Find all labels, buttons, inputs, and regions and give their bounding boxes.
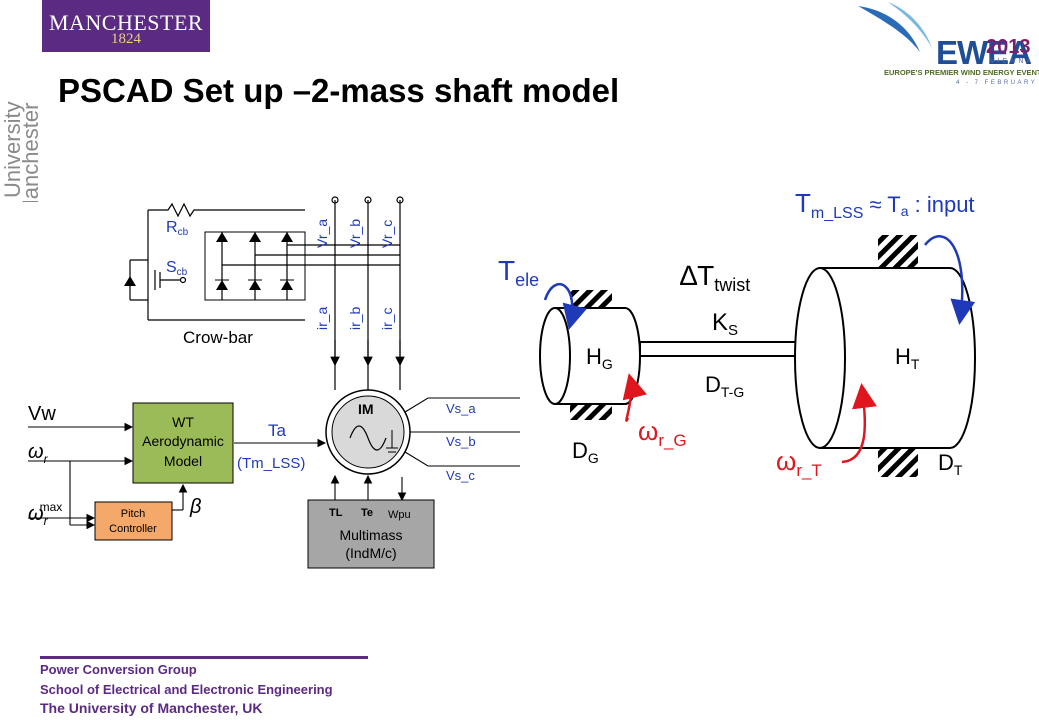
ir-a-label: ir_a [314,306,330,330]
ewea-dates: 4 - 7 FEBRUARY [956,80,1038,86]
shaft [639,341,821,357]
ewea-city: VIENNA [990,58,1035,65]
ewea-tagline: EUROPE'S PREMIER WIND ENERGY EVENT [884,68,1039,77]
ir-c-label: ir_c [379,307,395,330]
footer-university: The University of Manchester, UK [40,700,263,716]
port-wpu: Wpu [388,509,411,521]
ks-label: KS [712,309,738,339]
tm-lss-arrow-icon [924,235,976,325]
ht-label: HT [895,344,920,372]
t-ele-arrow-icon [543,282,587,330]
beta-label: β [189,496,201,518]
footer-group: Power Conversion Group [40,662,197,677]
vw-label: Vw [28,403,56,425]
page-title: PSCAD Set up –2-mass shaft model [58,72,620,109]
hg-label: HG [586,344,613,372]
wt-model-line1: WT [172,414,194,430]
ir-b-label: ir_b [347,306,363,330]
rectifier-diodes [124,231,294,290]
tm-lss-label: (Tm_LSS) [237,455,305,472]
ewea-year: 2013 [986,36,1031,58]
omega-r-max-label: ωrmax [28,500,62,528]
rcb-label: Rcb [166,219,189,238]
scb-label: Scb [166,259,188,278]
dg-label: DG [572,438,599,466]
pitch-line2: Controller [109,523,157,535]
t-ele-label: Tele [498,255,539,290]
two-mass-shaft [539,235,976,477]
logo-year: 1824 [111,31,141,47]
vs-b-label: Vs_b [446,434,476,449]
wt-model-line3: Model [164,453,202,469]
dt-label: DT [938,450,963,478]
university-side-text: The University of Manchester [0,101,40,202]
induction-machine [325,389,411,475]
vs-c-label: Vs_c [446,468,475,483]
delta-t-twist-label: ∆Ttwist [680,260,750,295]
multimass-block [307,499,435,569]
omega-rg-arrow-icon [622,373,647,422]
vs-a-label: Vs_a [446,401,476,416]
turbine-damping-top [878,235,918,267]
wt-aero-model-block [132,402,234,484]
multimass-line1: Multimass [339,527,402,543]
pscad-diagram: Rcb Scb Crow-bar Vr_a Vr_b Vr_c ir_a ir_… [28,188,976,569]
footer-school: School of Electrical and Electronic Engi… [40,682,333,697]
crowbar-circuit [129,196,404,390]
logo-name: MANCHESTER [48,10,204,35]
ewea-logo: EWEA 2013 VIENNA EUROPE'S PREMIER WIND E… [848,0,1039,96]
manchester-logo: MANCHESTER 1824 [42,0,210,52]
port-te: Te [361,507,373,519]
omega-rt-label: ωr_T [776,446,822,480]
footer-rule [40,656,368,659]
crowbar-label: Crow-bar [183,328,253,347]
port-tl: TL [329,507,343,519]
im-label: IM [358,401,374,417]
dtg-label: DT-G [705,372,744,400]
multimass-line2: (IndM/c) [345,545,396,561]
vr-b-label: Vr_b [347,219,363,248]
side-text-line2: of Manchester [18,103,40,202]
omega-rg-label: ωr_G [638,416,687,450]
tm-lss-input-label: Tm_LSS ≈ Ta : input [795,188,975,222]
ta-label: Ta [268,421,287,440]
omega-rt-arrow-icon [841,383,877,464]
resistor-rcb [148,202,210,218]
omega-r-label: ωr [28,441,49,466]
vr-a-label: Vr_a [314,219,330,248]
turbine-damping-bottom [878,445,918,477]
ewea-name: EWEA [936,34,1032,71]
side-text-line1: The University [0,101,25,202]
vr-c-label: Vr_c [379,220,395,248]
wt-model-line2: Aerodynamic [142,433,224,449]
pitch-line1: Pitch [121,508,145,520]
pitch-controller-block [94,501,173,541]
